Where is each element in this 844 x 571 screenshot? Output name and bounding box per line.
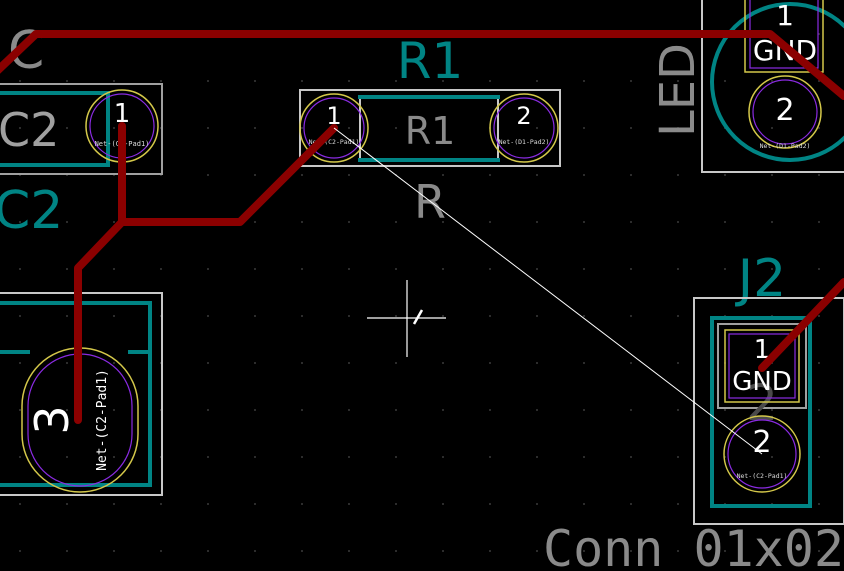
led-body-circle [710, 2, 844, 162]
j2-pad-1-number: 1 [754, 335, 771, 365]
footprint-big-pad[interactable]: 3 Net-(C2-Pad1) [0, 292, 163, 496]
led-pad-2-number: 2 [775, 93, 794, 128]
led-pad-2-hole [752, 79, 818, 145]
led-value: LED [650, 43, 706, 137]
r1-pad-1-number: 1 [326, 102, 341, 130]
led-pad-2-outline [748, 75, 822, 149]
footprint-j2[interactable]: J2 2 1 GND 2 Net-(C2-Pad1) Conn_01x02 [543, 249, 844, 571]
j2-pad-2-number: 2 [752, 425, 771, 460]
r1-fab-top [358, 95, 500, 99]
led-courtyard [701, 0, 844, 173]
c2-fab-outline [0, 91, 110, 167]
j2-pad-1-hole [728, 333, 796, 399]
j2-ref: J2 [735, 249, 786, 309]
j2-silk-pin1 [717, 323, 807, 409]
r1-pad-1-net: Net-(C2-Pad1) [309, 138, 360, 146]
j2-pad-2-net: Net-(C2-Pad1) [737, 472, 788, 480]
c2-courtyard [0, 83, 163, 175]
r1-pad-1-outline [299, 93, 369, 163]
footprint-c2[interactable]: C2 C2 1 Net-(C2-Pad1) [0, 83, 163, 241]
r1-ref: R1 [397, 32, 464, 90]
big-pad-3-number: 3 [25, 405, 79, 434]
r1-value: R [414, 175, 446, 229]
r1-fab-ref: R1 [405, 109, 456, 153]
track-gnd-top[interactable] [0, 30, 844, 100]
c2-fab-ref: C2 [0, 103, 59, 157]
footprint-led[interactable]: 1 GND 2 Net-(D1-Pad2) LED [650, 0, 844, 173]
r1-pad-1-hole [303, 97, 365, 159]
copper-tracks[interactable] [0, 30, 844, 424]
j2-pad-2[interactable]: 2 Net-(C2-Pad1) [723, 415, 801, 493]
r1-pad-2-hole [493, 97, 555, 159]
r1-fab-bottom [358, 158, 500, 162]
j2-fab-ref: 2 [746, 374, 778, 432]
j2-fab-outline [710, 316, 812, 508]
r1-pad-2[interactable]: 2 Net-(D1-Pad2) [489, 93, 559, 163]
led-pad-2-net: Net-(D1-Pad2) [760, 142, 811, 150]
crosshair-cursor-icon [367, 280, 446, 357]
ratsnest-line [333, 127, 763, 455]
r1-pad-1[interactable]: 1 Net-(C2-Pad1) [299, 93, 369, 163]
j2-courtyard [693, 297, 844, 525]
c2-pad-1-number: 1 [114, 99, 131, 129]
track-c2-r1[interactable] [118, 122, 338, 226]
c2-value: C2 [0, 181, 63, 241]
big-pad-3[interactable]: 3 Net-(C2-Pad1) [21, 347, 139, 493]
r1-pad-2-number: 2 [516, 102, 531, 130]
j2-pad-1-outline [724, 329, 800, 403]
track-c2-bigpad[interactable] [74, 218, 126, 424]
r1-pad-2-outline [489, 93, 559, 163]
led-pad-1-number: 1 [776, 0, 794, 32]
big-pad-3-net: Net-(C2-Pad1) [95, 369, 110, 471]
led-pad-2[interactable]: 2 Net-(D1-Pad2) [748, 75, 822, 150]
track-j2-gnd[interactable] [758, 278, 844, 372]
j2-pad-2-hole [727, 419, 797, 489]
j2-pad-2-outline [723, 415, 801, 493]
footprint-r1[interactable]: R1 R1 R 1 Net-(C2-Pad1) 2 Net-(D1-Pad2) [299, 32, 561, 229]
r1-pad-2-net: Net-(D1-Pad2) [499, 138, 550, 146]
j2-value: Conn_01x02 [543, 520, 844, 571]
